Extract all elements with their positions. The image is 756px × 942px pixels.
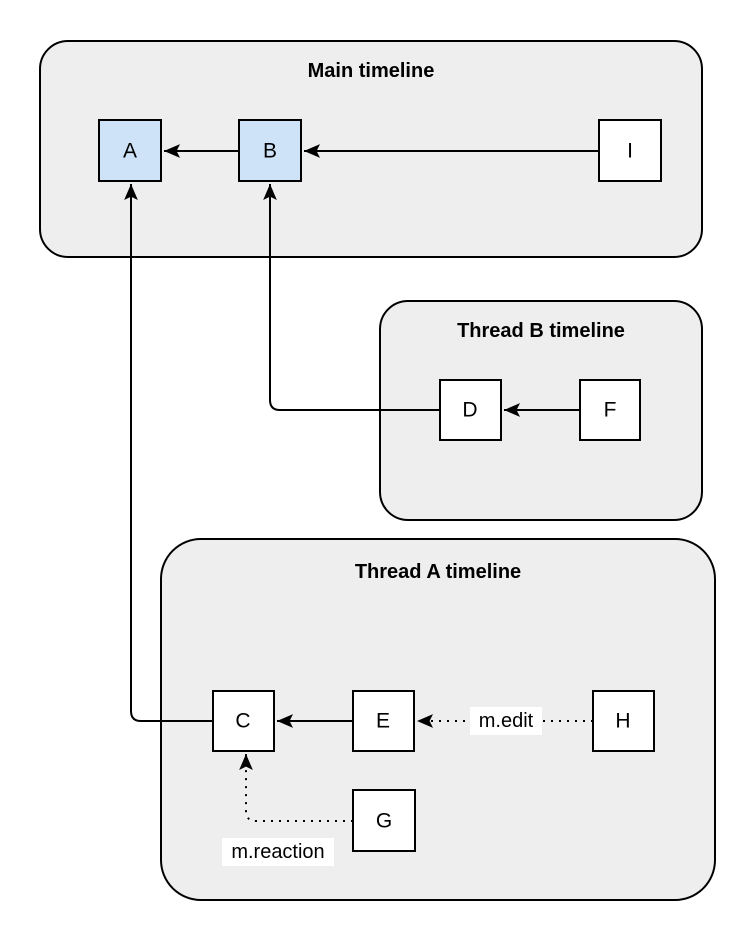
node-A-label: A	[123, 140, 137, 163]
node-E-label: E	[376, 710, 390, 733]
edge-label-m-edit-text: m.edit	[479, 710, 534, 732]
container-main-timeline-box	[39, 40, 703, 258]
edge-C-to-A	[124, 184, 213, 722]
node-G: G	[352, 789, 416, 852]
node-F-box	[579, 379, 641, 441]
edge-D-to-B	[263, 184, 440, 411]
node-C: C	[212, 690, 275, 752]
node-C-label: C	[235, 710, 250, 733]
node-G-box	[352, 789, 416, 852]
node-G-label: G	[376, 810, 392, 833]
node-B-box	[238, 119, 302, 182]
edge-G-to-C	[239, 754, 353, 822]
node-D-label: D	[462, 399, 477, 422]
node-B-label: B	[263, 140, 277, 163]
edge-label-m-reaction: m.reaction	[222, 838, 334, 866]
edge-label-m-edit: m.edit	[470, 707, 542, 735]
node-D-box	[439, 379, 502, 441]
node-I-label: I	[627, 140, 633, 163]
node-I: I	[598, 119, 662, 182]
node-E-box	[352, 690, 415, 752]
node-C-box	[212, 690, 275, 752]
node-F-label: F	[604, 399, 617, 422]
edge-label-m-reaction-text: m.reaction	[231, 841, 324, 863]
node-A: A	[98, 119, 162, 182]
container-thread-b-timeline-title: Thread B timeline	[457, 320, 625, 342]
edge-label-m-reaction-bg	[222, 838, 334, 866]
container-main-timeline: Main timeline	[39, 40, 703, 258]
container-thread-a-timeline: Thread A timeline	[160, 538, 716, 901]
node-A-box	[98, 119, 162, 182]
node-E: E	[352, 690, 415, 752]
node-H-label: H	[615, 710, 630, 733]
container-main-timeline-title: Main timeline	[308, 60, 435, 82]
edge-label-m-edit-bg	[470, 707, 542, 735]
node-D: D	[439, 379, 502, 441]
node-F: F	[579, 379, 641, 441]
container-thread-a-timeline-title: Thread A timeline	[355, 561, 521, 583]
container-thread-a-timeline-box	[160, 538, 716, 901]
node-B: B	[238, 119, 302, 182]
node-H: H	[592, 690, 655, 752]
node-I-box	[598, 119, 662, 182]
node-H-box	[592, 690, 655, 752]
